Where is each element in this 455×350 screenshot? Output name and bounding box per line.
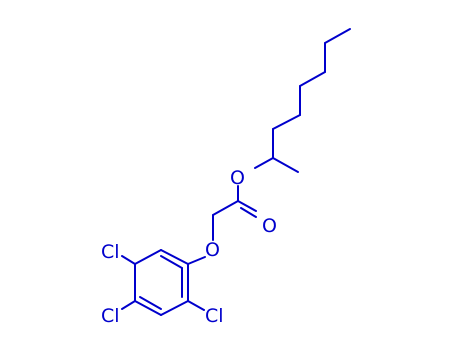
bonds bbox=[121, 28, 351, 316]
bond bbox=[254, 157, 274, 169]
ester-oxygen-label: O bbox=[230, 167, 245, 189]
bond bbox=[324, 28, 351, 44]
bond bbox=[134, 300, 162, 316]
bond bbox=[160, 300, 189, 316]
ether-oxygen-label: O bbox=[205, 239, 220, 261]
carbonyl-oxygen-label: O bbox=[262, 215, 277, 237]
chlorine-middle-label: Cl bbox=[101, 305, 120, 327]
bond bbox=[240, 207, 257, 218]
bond bbox=[160, 255, 183, 269]
bond bbox=[134, 249, 162, 265]
bond bbox=[187, 256, 206, 265]
atom-labels: O O O Cl Cl Cl bbox=[101, 167, 277, 327]
chlorine-top-label: Cl bbox=[101, 241, 120, 263]
bond bbox=[121, 300, 136, 310]
bond bbox=[272, 114, 301, 130]
bond bbox=[121, 255, 136, 265]
bond bbox=[272, 157, 299, 173]
bond bbox=[187, 300, 205, 311]
bond bbox=[212, 200, 239, 216]
chlorine-right-label: Cl bbox=[205, 305, 224, 327]
bond bbox=[139, 296, 162, 310]
bond bbox=[299, 71, 326, 87]
bond bbox=[237, 200, 257, 212]
bond bbox=[160, 249, 189, 265]
